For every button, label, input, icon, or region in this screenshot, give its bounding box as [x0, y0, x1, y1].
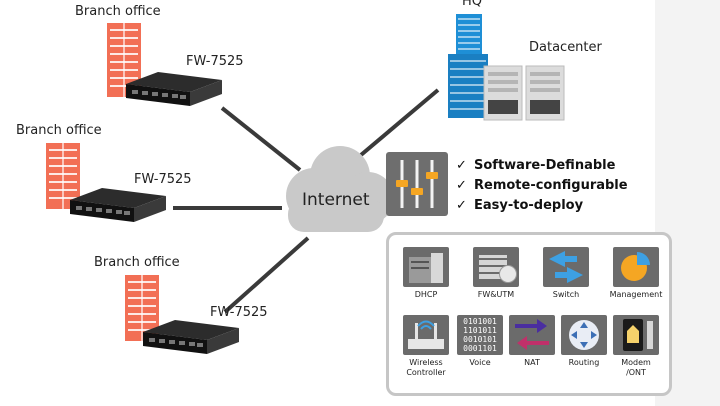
feature-item: ✓Software-Definable: [456, 156, 628, 176]
internet-label: Internet: [302, 190, 370, 210]
service-label: Modem /ONT: [621, 358, 651, 377]
branch-office-label-2: Branch office: [16, 123, 102, 138]
branch-office-label-1: Branch office: [75, 4, 161, 19]
check-icon: ✓: [456, 178, 467, 193]
service-nat: NAT: [509, 315, 555, 368]
check-icon: ✓: [456, 158, 467, 173]
service-label: NAT: [524, 358, 540, 367]
internet-cloud-icon: [286, 146, 394, 232]
service-wireless-controller: Wireless Controller: [403, 315, 449, 378]
nat-arrows-icon: [509, 315, 555, 355]
service-label: Switch: [552, 290, 580, 299]
wireless-controller-icon: [403, 315, 449, 355]
firewall-model-label-1: FW-7525: [186, 54, 244, 69]
service-management: Management: [610, 247, 662, 300]
service-label: DHCP: [414, 290, 438, 299]
router-icon: [561, 315, 607, 355]
firewall-model-label-3: FW-7525: [210, 305, 268, 320]
feature-checklist: ✓Software-Definable ✓Remote-configurable…: [456, 156, 628, 216]
link-branch-3: [223, 236, 310, 314]
service-voice: 0101001 1101011 0010101 0001101 Voice: [457, 315, 503, 368]
service-label: FW&UTM: [477, 290, 515, 299]
service-label: Routing: [568, 358, 600, 367]
feature-item: ✓Easy-to-deploy: [456, 196, 628, 216]
service-modem-ont: Modem /ONT: [613, 315, 659, 378]
firewall-model-label-2: FW-7525: [134, 172, 192, 187]
settings-sliders-icon: [386, 152, 448, 216]
datacenter-servers-icon: [483, 65, 565, 121]
service-label: Wireless Controller: [406, 358, 446, 377]
modem-icon: [613, 315, 659, 355]
dhcp-server-icon: [403, 247, 449, 287]
firewall-appliance-icon: [70, 188, 166, 222]
branch-building-icon: [46, 143, 80, 209]
firewall-appliance-icon: [143, 320, 239, 354]
feature-item: ✓Remote-configurable: [456, 176, 628, 196]
firewall-globe-icon: [473, 247, 519, 287]
binary-voice-icon: 0101001 1101011 0010101 0001101: [457, 315, 503, 355]
link-branch-1: [220, 106, 302, 172]
service-label: Voice: [469, 358, 491, 367]
firewall-appliance-icon: [126, 72, 222, 106]
services-panel: DHCP FW&UTM Switch Management Wireless C…: [386, 232, 672, 396]
switch-arrows-icon: [543, 247, 589, 287]
service-label: Management: [609, 290, 663, 299]
branch-office-label-3: Branch office: [94, 255, 180, 270]
service-dhcp: DHCP: [403, 247, 449, 300]
service-switch: Switch: [543, 247, 589, 300]
hq-building-icon: [448, 14, 488, 118]
hq-label: HQ: [462, 0, 483, 9]
datacenter-label: Datacenter: [529, 40, 602, 55]
link-hq: [353, 88, 440, 162]
service-fw-utm: FW&UTM: [473, 247, 519, 300]
service-routing: Routing: [561, 315, 607, 368]
check-icon: ✓: [456, 198, 467, 213]
pie-chart-icon: [613, 247, 659, 287]
